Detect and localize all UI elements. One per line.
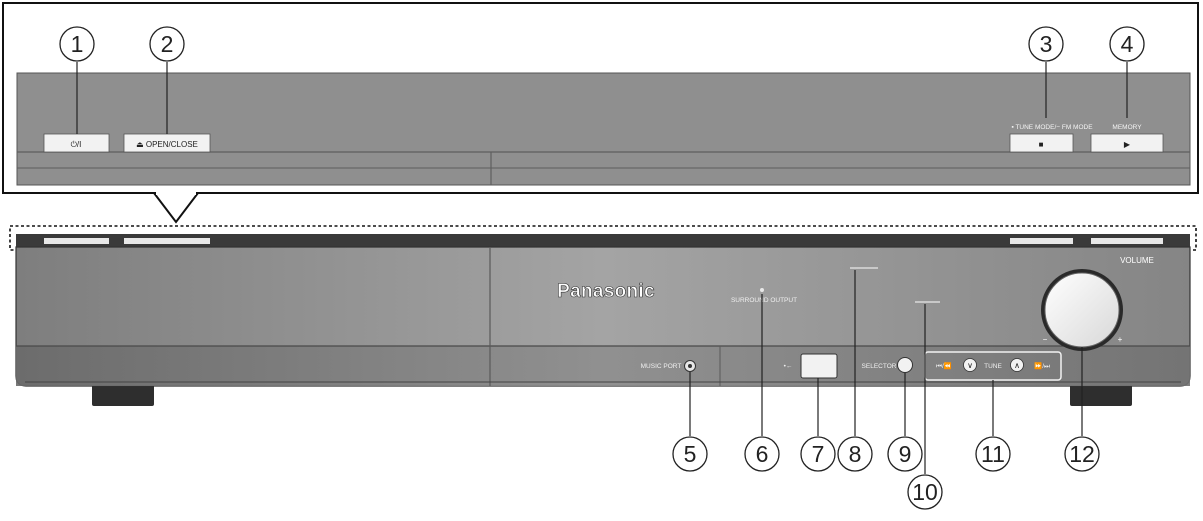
callout-number: 3 — [1040, 31, 1053, 57]
callout-2: 2 — [149, 26, 185, 62]
callout-4: 4 — [1109, 26, 1145, 62]
callout-6: 6 — [744, 436, 780, 472]
main-unit: Panasonic SURROUND OUTPUT MUSIC PORT •← … — [15, 234, 1191, 406]
callout-number: 6 — [756, 441, 769, 467]
stop-button[interactable]: ■ — [1009, 133, 1074, 153]
skip-forward-icon[interactable]: ⏩/⏭ — [1034, 362, 1050, 370]
chevron-up-icon: ∧ — [1014, 361, 1020, 370]
volume-knob[interactable] — [1044, 272, 1120, 348]
open-close-button-label: ⏏ OPEN/CLOSE — [136, 140, 198, 149]
selector-label: SELECTOR — [862, 363, 897, 370]
power-button-label: ⏻/I — [71, 140, 82, 149]
stop-icon: ■ — [1039, 140, 1044, 149]
callout-10: 10 — [907, 474, 943, 510]
surround-output-indicator — [760, 288, 764, 292]
volume-plus-label: + — [1118, 335, 1123, 344]
detail-inset: ⏻/I ⏏ OPEN/CLOSE ▪ TUNE MODE/− FM MODE ■… — [2, 2, 1199, 224]
callout-11: 11 — [975, 436, 1011, 472]
callout-number: 11 — [981, 441, 1005, 467]
stop-button-caption: ▪ TUNE MODE/− FM MODE — [1011, 124, 1093, 131]
selector-button[interactable] — [897, 357, 913, 373]
skip-back-icon[interactable]: ⏮/⏪ — [936, 362, 952, 370]
power-button[interactable]: ⏻/I — [43, 133, 110, 153]
callout-1: 1 — [59, 26, 95, 62]
callout-number: 5 — [684, 441, 697, 467]
callout-number: 7 — [812, 441, 825, 467]
usb-port[interactable] — [800, 353, 838, 379]
callout-8: 8 — [837, 436, 873, 472]
tune-up-button[interactable] — [1010, 358, 1024, 372]
leader-lines — [689, 270, 1083, 474]
tune-down-button[interactable] — [963, 358, 977, 372]
callout-number: 4 — [1121, 31, 1134, 57]
callout-9: 9 — [887, 436, 923, 472]
usb-icon: •← — [784, 363, 793, 370]
callout-number: 12 — [1069, 441, 1095, 467]
open-close-button[interactable]: ⏏ OPEN/CLOSE — [123, 133, 211, 153]
left-foot — [92, 384, 154, 406]
volume-minus-label: − — [1043, 335, 1048, 344]
tune-label: TUNE — [984, 363, 1002, 370]
play-button[interactable]: ▶ — [1090, 133, 1164, 153]
inset-pointer — [151, 192, 201, 224]
brand-logo: Panasonic — [557, 281, 655, 302]
play-icon: ▶ — [1124, 140, 1131, 149]
callout-12: 12 — [1064, 436, 1100, 472]
surround-output-label: SURROUND OUTPUT — [731, 297, 797, 304]
callout-number: 8 — [849, 441, 862, 467]
play-button-caption: MEMORY — [1112, 124, 1142, 131]
right-foot — [1070, 384, 1132, 406]
callout-3: 3 — [1028, 26, 1064, 62]
volume-label: VOLUME — [1120, 256, 1154, 265]
callout-number: 10 — [912, 479, 938, 505]
chevron-down-icon: ∨ — [967, 361, 973, 370]
callout-7: 7 — [800, 436, 836, 472]
music-port-label: MUSIC PORT — [641, 363, 682, 370]
callout-number: 1 — [71, 31, 84, 57]
callout-number: 9 — [899, 441, 912, 467]
callout-5: 5 — [672, 436, 708, 472]
callout-number: 2 — [161, 31, 174, 57]
